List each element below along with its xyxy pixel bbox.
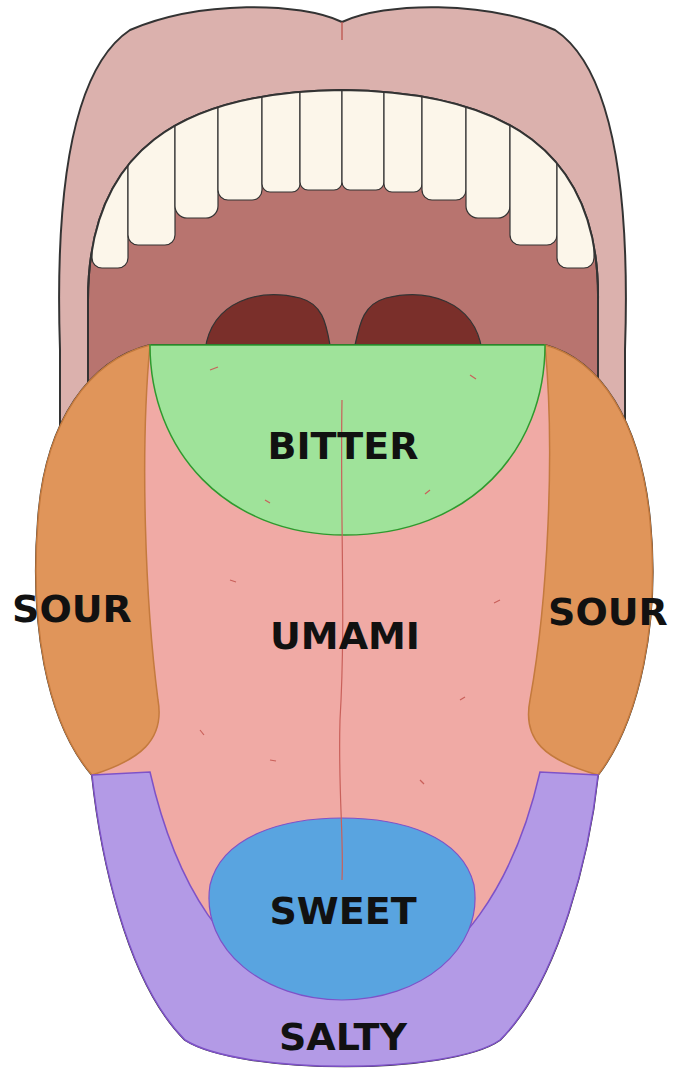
tooth [262,60,300,192]
tooth [128,60,175,245]
texture-mark [200,730,204,735]
taste-region-label: SOUR [8,585,136,635]
tooth [384,60,422,192]
texture-mark [470,375,476,379]
taste-name: SOUR [12,589,132,631]
tooth [92,60,128,268]
taste-name: SOUR [548,592,668,634]
taste-region-label: BITTER [263,422,422,472]
tooth [557,60,594,268]
sour-region [528,345,652,775]
texture-mark [230,580,236,582]
texture-mark [494,600,500,603]
bitter-region [150,345,545,535]
taste-name: SALTY [279,1017,407,1059]
tooth [422,60,466,200]
teeth [92,60,594,268]
salty-region [92,772,598,1066]
texture-mark [210,367,218,370]
lip-crease [341,22,343,40]
tooth [342,60,384,190]
taste-name: BITTER [267,426,418,468]
taste-name: UMAMI [270,616,420,658]
tongue-texture [200,367,500,784]
texture-mark [265,500,270,503]
taste-name: SWEET [269,891,416,933]
texture-mark [460,697,465,700]
taste-region-label: SALTY [275,1013,411,1063]
tongue [36,345,653,1066]
tooth [300,60,342,190]
texture-mark [420,780,424,784]
taste-region-label: SOUR [544,588,672,638]
mouth-rim [88,90,598,300]
texture-mark [425,490,430,494]
tooth [466,60,510,218]
taste-region-label: UMAMI [266,612,424,662]
tooth [510,60,557,245]
taste-region-label: SWEET [265,887,420,937]
sour-region [36,345,159,775]
tooth [218,60,262,200]
tooth [175,60,218,218]
texture-mark [270,760,276,761]
